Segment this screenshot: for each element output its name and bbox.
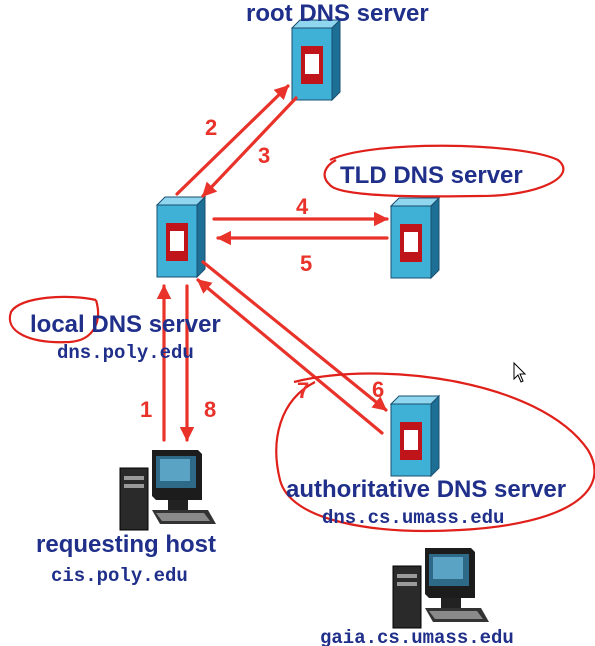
authoritative-server-icon: [390, 395, 440, 477]
local-server-label: local DNS server: [30, 311, 221, 338]
requesting-host-computer-icon: [119, 449, 217, 531]
authoritative-server-hostname: dns.cs.umass.edu: [322, 507, 504, 529]
mouse-pointer-icon: [513, 361, 527, 383]
step-label-1: 1: [140, 397, 152, 422]
tld-annotation-circle: [323, 144, 565, 198]
root-server-icon: [291, 19, 341, 101]
step-label-3: 3: [258, 143, 270, 168]
authoritative-annotation-circle: [275, 372, 595, 533]
local-annotation-circle: [8, 295, 100, 344]
arrow-step-2: [175, 84, 290, 196]
step-label-7: 7: [297, 378, 309, 403]
arrow-step-7: [196, 278, 384, 435]
root-server-label: root DNS server: [246, 0, 429, 27]
step-label-6: 6: [372, 377, 384, 402]
step-label-8: 8: [204, 397, 216, 422]
step-label-5: 5: [300, 251, 312, 276]
requesting-host-label: requesting host: [36, 531, 216, 558]
local-server-hostname: dns.poly.edu: [57, 342, 194, 364]
tld-server-label: TLD DNS server: [340, 162, 523, 189]
gaia-host-computer-icon: [392, 547, 490, 629]
arrow-step-3: [201, 96, 298, 198]
gaia-host-hostname: gaia.cs.umass.edu: [320, 627, 514, 646]
arrow-step-6: [201, 260, 388, 412]
authoritative-server-label: authoritative DNS server: [286, 476, 566, 503]
local-server-icon: [156, 196, 206, 278]
tld-server-icon: [390, 197, 440, 279]
requesting-host-hostname: cis.poly.edu: [51, 565, 188, 587]
step-label-4: 4: [296, 194, 309, 219]
step-label-2: 2: [205, 115, 217, 140]
